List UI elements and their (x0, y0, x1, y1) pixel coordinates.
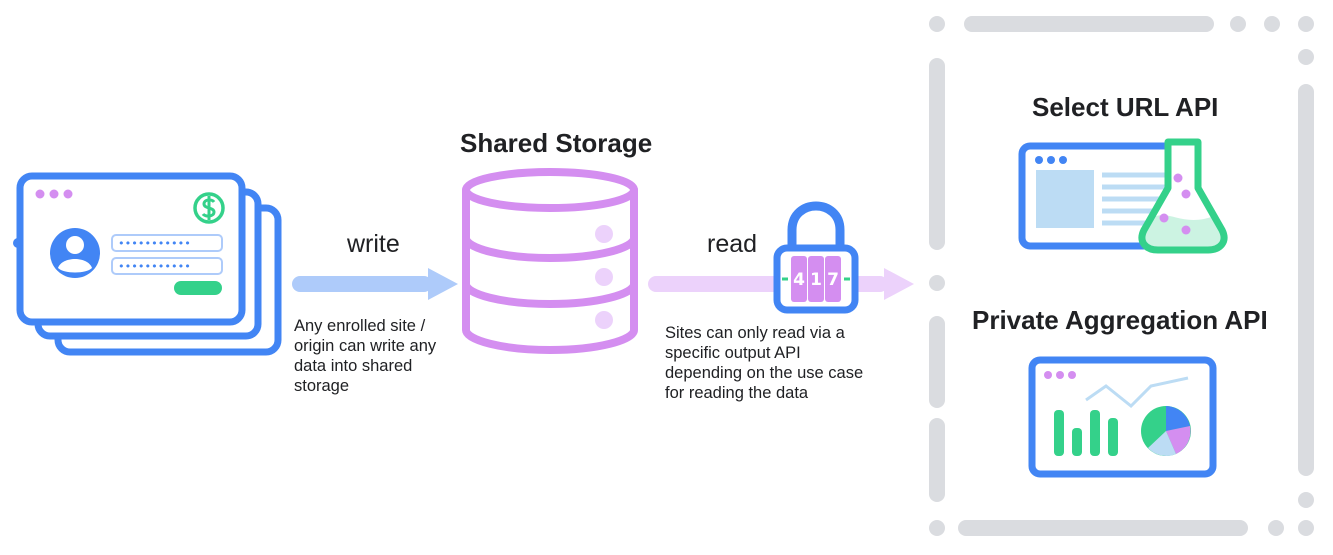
avatar-icon (50, 228, 100, 278)
bar-chart-icon (1054, 410, 1118, 456)
lock-digit: 1 (810, 270, 822, 290)
lock-digit: 4 (793, 270, 805, 290)
svg-text:•••••••••••: ••••••••••• (118, 260, 191, 273)
read-caption: Sites can only read via a specific outpu… (665, 323, 905, 403)
write-caption: Any enrolled site / origin can write any… (294, 316, 464, 396)
caption-line: storage (294, 377, 350, 395)
caption-line: Any enrolled site / (294, 317, 426, 335)
caption-line: specific output API (665, 344, 801, 362)
window-dot-icon (35, 189, 45, 199)
storage-indicator-icon (595, 225, 613, 243)
dollar-icon (193, 192, 225, 224)
read-label: read (707, 230, 758, 258)
password-field-icon (111, 234, 223, 252)
caption-line: depending on the use case (665, 364, 864, 382)
write-label: write (347, 230, 400, 258)
private-aggregation-api-title: Private Aggregation API (972, 305, 1268, 335)
select-url-api-icon (1018, 138, 1228, 254)
caption-line: origin can write any (294, 337, 437, 355)
output-api-frame (929, 16, 1314, 536)
private-aggregation-api-icon (1028, 356, 1217, 478)
pie-chart-icon (1141, 406, 1191, 456)
window-dot-icon (49, 189, 59, 199)
lock-icon: 4 1 7 (773, 201, 859, 314)
write-arrow (292, 268, 458, 300)
shared-storage-title: Shared Storage (460, 128, 653, 158)
select-url-api-title: Select URL API (1032, 92, 1219, 122)
caption-line: data into shared (294, 357, 413, 375)
enrolled-sites-illustration: ••••••••••• ••••••••••• (13, 172, 282, 356)
submit-button-icon (174, 281, 222, 295)
password-field-icon (111, 257, 223, 275)
caption-line: Sites can only read via a (665, 324, 845, 342)
window-dot-icon (63, 189, 73, 199)
caption-line: for reading the data (665, 384, 809, 402)
storage-indicator-icon (595, 268, 613, 286)
lock-digit: 7 (827, 270, 839, 290)
svg-text:•••••••••••: ••••••••••• (118, 237, 191, 250)
storage-indicator-icon (595, 311, 613, 329)
flask-icon (1138, 138, 1228, 254)
database-icon (462, 168, 638, 355)
